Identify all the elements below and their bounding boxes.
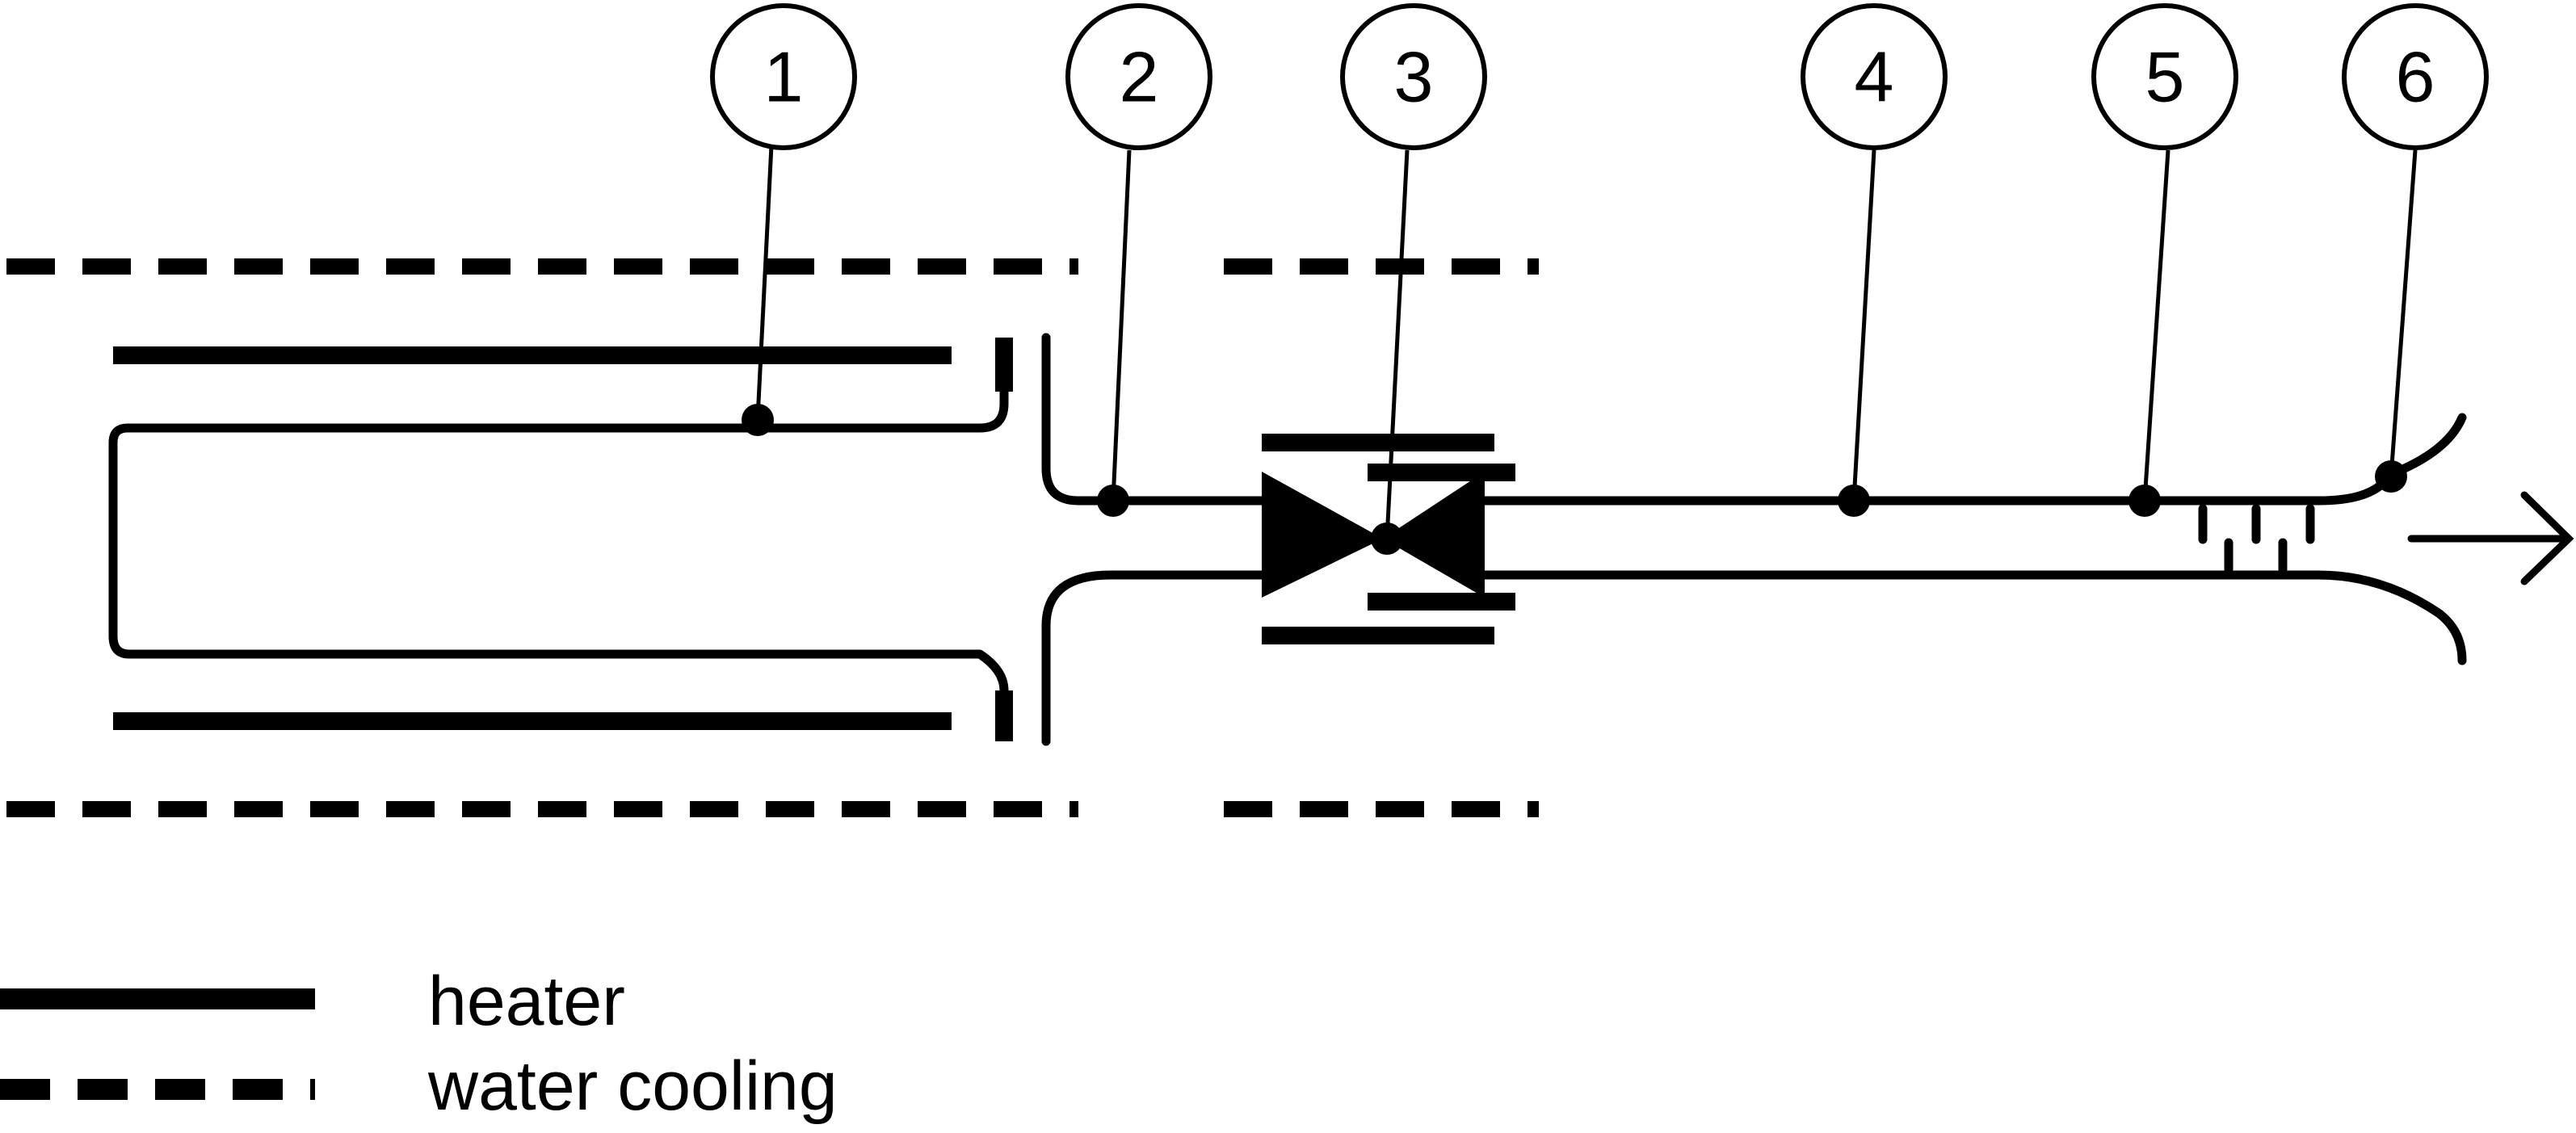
callout-6: 6 (2342, 3, 2489, 150)
water-cooling-lines (6, 258, 1539, 817)
arrow-right-icon (2407, 491, 2574, 585)
measurement-points (742, 404, 2407, 555)
valve-icon (1262, 472, 1485, 598)
callouts: 1 2 3 4 5 6 (710, 3, 2489, 150)
transfer-line-upper (1041, 333, 1267, 506)
callout-label-4: 4 (1855, 37, 1894, 117)
callout-3: 3 (1340, 3, 1487, 150)
legend: heater water cooling (0, 963, 838, 1125)
leader-line-3 (1385, 149, 1410, 539)
leader-line-4 (1851, 149, 1876, 501)
leader-lines (755, 145, 2418, 539)
point-2 (1097, 485, 1129, 517)
callout-label-1: 1 (764, 37, 804, 117)
leader-line-5 (2142, 149, 2170, 501)
callout-label-6: 6 (2396, 37, 2435, 117)
leader-line-1 (755, 145, 774, 419)
tubing (108, 333, 2467, 746)
leader-line-2 (1111, 149, 1132, 501)
valve-left-triangle (1262, 472, 1383, 598)
legend-water-cooling-label: water cooling (427, 1047, 838, 1125)
transfer-line-lower (1041, 570, 1267, 746)
callout-label-2: 2 (1120, 37, 1159, 117)
point-1 (742, 404, 774, 436)
legend-heater-label: heater (428, 963, 625, 1040)
reactor-tube (108, 387, 1009, 695)
leader-line-6 (2389, 149, 2418, 477)
callout-label-3: 3 (1394, 37, 1434, 117)
point-3 (1371, 522, 1403, 555)
callout-4: 4 (1801, 3, 1948, 150)
callout-2: 2 (1065, 3, 1212, 150)
point-6 (2375, 460, 2407, 493)
callout-1: 1 (710, 3, 857, 150)
valve-right-triangle (1383, 472, 1485, 598)
callout-label-5: 5 (2145, 37, 2185, 117)
callout-5: 5 (2091, 3, 2238, 150)
point-5 (2128, 485, 2161, 517)
point-4 (1838, 485, 1870, 517)
heater-lines (113, 338, 1515, 741)
nozzle-lower-flare (2313, 570, 2467, 665)
